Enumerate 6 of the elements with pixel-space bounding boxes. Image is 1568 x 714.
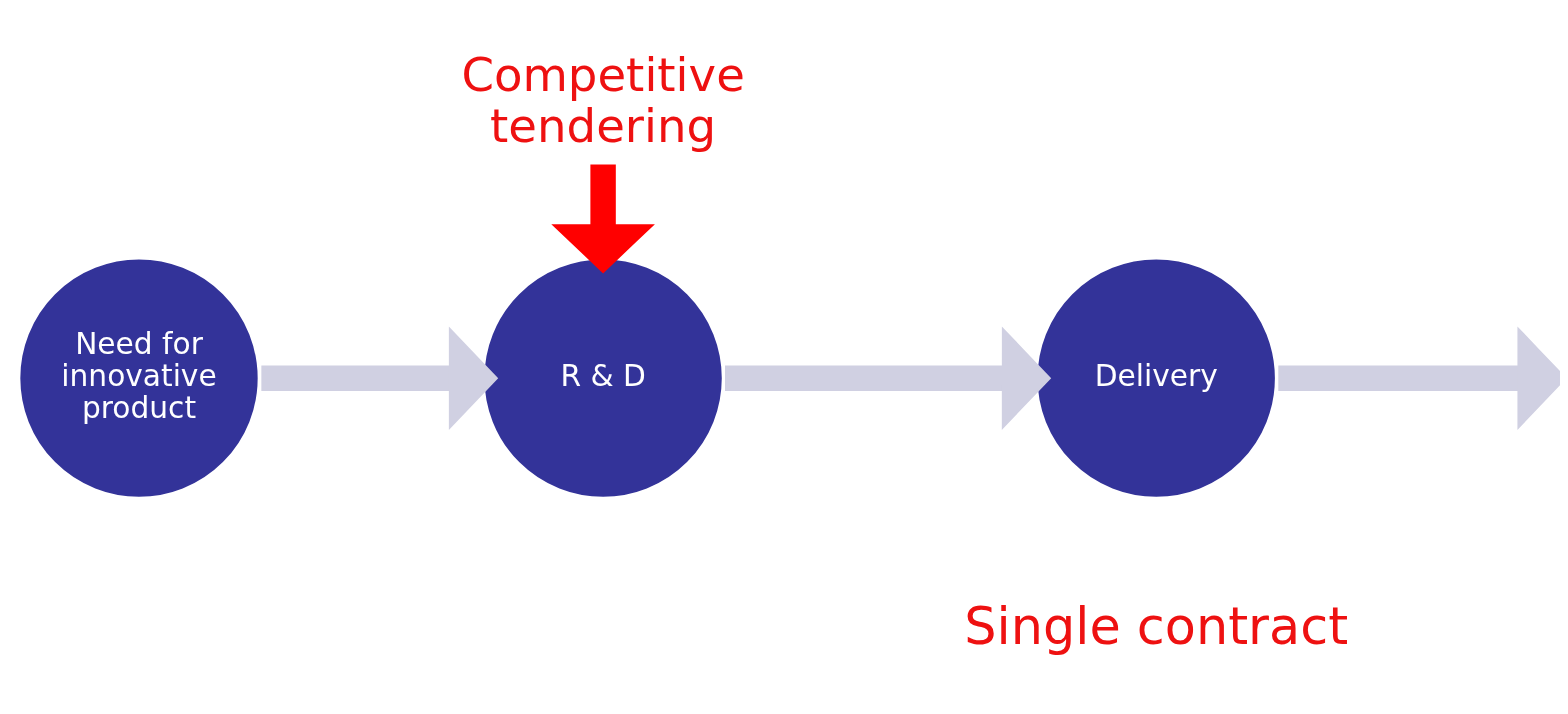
label: Single contract (964, 596, 1349, 656)
node-text: Competitive tendering (461, 48, 745, 154)
arrow (261, 326, 499, 430)
arrow (1278, 326, 1560, 430)
arrow (551, 164, 655, 274)
arrow (725, 326, 1052, 430)
